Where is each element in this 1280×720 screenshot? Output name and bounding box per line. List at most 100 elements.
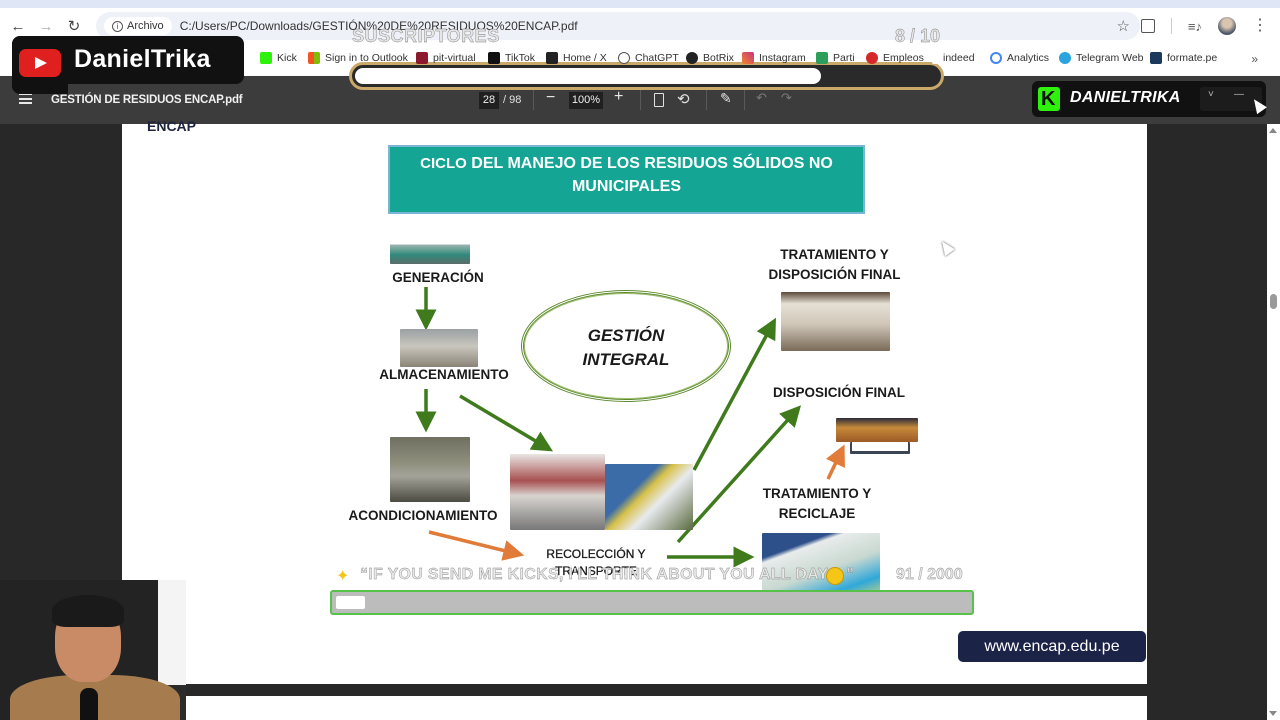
undo-icon[interactable]: ↶: [756, 90, 767, 105]
youtube-channel-badge: DanielTrika: [12, 36, 244, 94]
recoleccion-image-warehouse: [510, 454, 605, 530]
bookmark-indeed[interactable]: indeed: [932, 52, 975, 64]
node-generacion: GENERACIÓN: [392, 270, 484, 285]
youtube-logo-frame: [12, 36, 68, 94]
kick-logo-icon: [1038, 87, 1060, 111]
bookmark-telegram[interactable]: Telegram Web: [1059, 52, 1144, 64]
bookmark-star-icon[interactable]: ☆: [1116, 18, 1130, 35]
title-part1: CICLO: [420, 155, 467, 172]
profile-avatar[interactable]: [1218, 17, 1236, 35]
more-bookmarks-button[interactable]: »: [1251, 52, 1258, 66]
bookmark-instagram[interactable]: Instagram: [742, 52, 806, 64]
gestion-integral-label: GESTIÓN INTEGRAL: [521, 324, 731, 372]
slide-title: CICLO DEL MANEJO DE LOS RESIDUOS SÓLIDOS…: [388, 145, 865, 214]
bookmark-tiktok[interactable]: TikTok: [488, 52, 535, 64]
info-icon: i: [112, 20, 123, 32]
address-bar[interactable]: i Archivo C:/Users/PC/Downloads/GESTIÓN%…: [96, 12, 1140, 40]
tratamiento-disp-line1: TRATAMIENTO Y: [780, 247, 889, 262]
disposicion-final-image: [836, 418, 918, 442]
url-text[interactable]: C:/Users/PC/Downloads/GESTIÓN%20DE%20RES…: [179, 19, 578, 33]
subscriber-goal-fill: [355, 68, 821, 84]
subscriber-goal-count: 8 / 10: [895, 26, 941, 46]
browser-actions: ≡♪ ⋮: [1140, 8, 1280, 44]
bookmark-chatgpt[interactable]: ChatGPT: [618, 52, 679, 64]
microsoft-icon: [308, 52, 320, 64]
center-line2: INTEGRAL: [582, 350, 670, 369]
node-acondicionamiento: ACONDICIONAMIENTO: [348, 508, 498, 523]
arrow-almacenamiento-recoleccion: [459, 394, 554, 452]
kick-channel-name: DANIELTRIKA: [1070, 89, 1181, 106]
site-chip-label: Archivo: [127, 20, 164, 32]
extensions-icon[interactable]: [1140, 19, 1155, 33]
browser-menu-icon[interactable]: ⋮: [1252, 17, 1268, 34]
formate-icon: [1150, 52, 1162, 64]
pdf-viewport: ENCAP CICLO DEL MANEJO DE LOS RESIDUOS S…: [0, 118, 1267, 720]
minimize-icon[interactable]: —: [1234, 89, 1244, 100]
slide-header-logo-text: ENCAP: [147, 118, 197, 134]
chevron-down-icon[interactable]: ˅: [1208, 89, 1214, 100]
empleos-icon: [866, 52, 878, 64]
vertical-scrollbar[interactable]: [1267, 124, 1280, 720]
zoom-level-input[interactable]: 100%: [569, 92, 603, 109]
kick-goal-fill: [336, 596, 365, 609]
kick-goal-bar: [330, 590, 974, 615]
title-part2: DEL MANEJO DE LOS RESIDUOS SÓLIDOS NO: [471, 155, 833, 172]
bookmark-outlook[interactable]: Sign in to Outlook: [308, 52, 408, 64]
kick-goal-count: 91 / 2000: [896, 566, 963, 583]
subscriber-goal-label: SUSCRIPTORES: [352, 26, 500, 46]
node-recoleccion: RECOLECCIÓN Y TRANSPORTE: [532, 546, 660, 580]
scroll-up-arrow-icon[interactable]: [1269, 128, 1277, 133]
wink-emoji-icon: [826, 567, 844, 585]
center-line1: GESTIÓN: [587, 326, 665, 345]
zoom-in-button[interactable]: +: [614, 88, 624, 105]
gestion-integral-ellipse: [521, 290, 731, 402]
page-total: / 98: [503, 94, 522, 106]
acondicionamiento-image: [390, 437, 470, 502]
pit-icon: [416, 52, 428, 64]
arrow-recoleccion-disposicion-final: [676, 405, 802, 544]
node-tratamiento-reciclaje: TRATAMIENTO Y RECICLAJE: [747, 484, 887, 524]
disposicion-final-image-base: [850, 442, 910, 454]
annotate-icon[interactable]: ✎: [720, 90, 732, 106]
arrow-acondicionamiento-recoleccion: [428, 530, 525, 561]
bookmark-kick[interactable]: Kick: [260, 52, 297, 64]
scroll-thumb[interactable]: [1270, 294, 1277, 309]
redo-icon[interactable]: ↷: [781, 90, 792, 105]
kick-goal-message: “IF YOU SEND ME KICKS, I'LL THINK ABOUT …: [360, 566, 829, 583]
rotate-icon[interactable]: ⟲: [677, 91, 690, 108]
site-info-chip[interactable]: i Archivo: [104, 17, 172, 35]
bookmark-botrix[interactable]: BotRix: [686, 52, 734, 64]
scroll-down-arrow-icon[interactable]: [1269, 711, 1277, 716]
divider: [744, 90, 745, 110]
forward-button[interactable]: →: [38, 17, 54, 35]
fit-page-icon[interactable]: [654, 93, 664, 107]
bookmark-parti[interactable]: Parti: [816, 52, 855, 64]
divider: [706, 90, 707, 110]
website-badge[interactable]: www.encap.edu.pe: [958, 631, 1146, 662]
kick-goal-message-close: ”: [846, 566, 855, 583]
node-disposicion-final: DISPOSICIÓN FINAL: [772, 385, 905, 400]
zoom-out-button[interactable]: −: [546, 89, 556, 106]
title-line2: MUNICIPALES: [571, 178, 682, 195]
tratamiento-recic-line2: RECICLAJE: [778, 506, 856, 521]
kick-channel-badge: DANIELTRIKA ˅ —: [1032, 81, 1266, 117]
page-number-input[interactable]: 28: [479, 92, 499, 109]
divider: [1170, 18, 1172, 34]
tratamiento-disposicion-image: [781, 292, 890, 351]
bookmark-x[interactable]: Home / X: [546, 52, 607, 64]
bookmark-empleos[interactable]: Empleos: [866, 52, 924, 64]
bookmark-formate[interactable]: formate.pe: [1150, 52, 1217, 64]
reload-button[interactable]: ↻: [67, 18, 81, 35]
telegram-icon: [1059, 52, 1071, 64]
bookmark-pit-virtual[interactable]: pit-virtual: [416, 52, 476, 64]
media-control-icon[interactable]: ≡♪: [1187, 18, 1202, 34]
webcam-background-light: [158, 580, 186, 685]
back-button[interactable]: ←: [10, 17, 26, 35]
parti-icon: [816, 52, 828, 64]
menu-icon[interactable]: [19, 93, 32, 104]
overlay-controls[interactable]: ˅ —: [1200, 87, 1262, 111]
tratamiento-disp-line2: DISPOSICIÓN FINAL: [768, 267, 901, 282]
pdf-page-next: [122, 696, 1147, 720]
generacion-image: [390, 234, 470, 264]
bookmark-analytics[interactable]: Analytics: [990, 52, 1049, 64]
